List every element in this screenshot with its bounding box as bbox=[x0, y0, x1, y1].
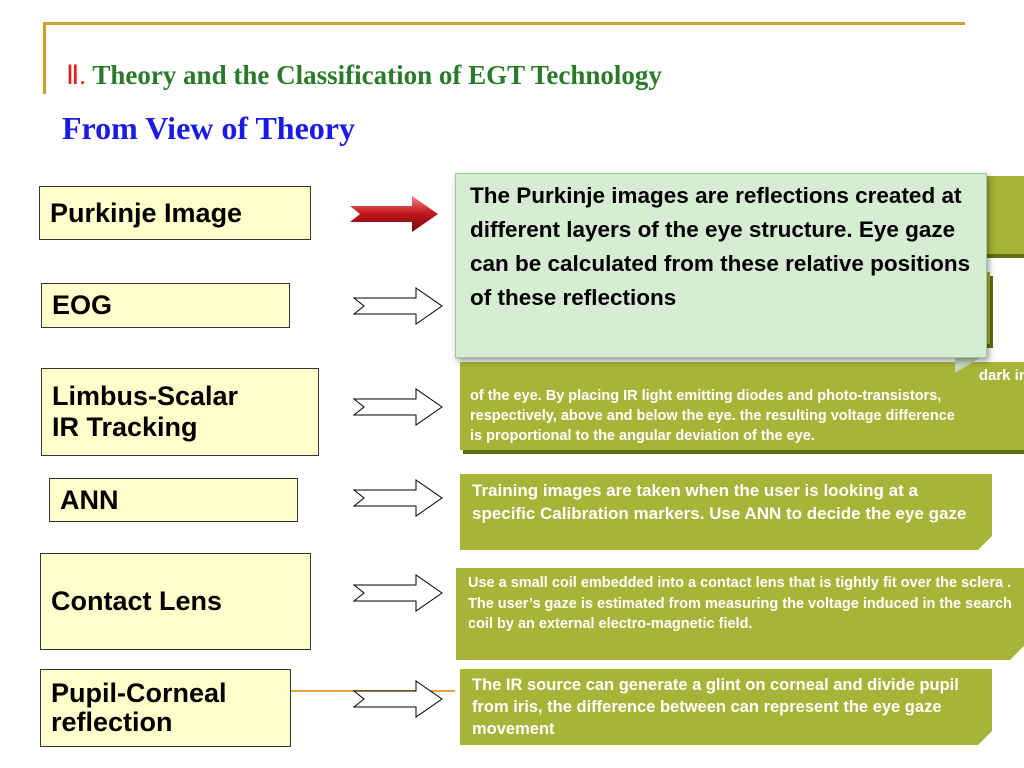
arrow-outline-icon bbox=[352, 680, 443, 718]
limbus-description-box: dark in of the eye. By placing IR light … bbox=[460, 362, 1024, 450]
limbus-description-line: is proportional to the angular deviation… bbox=[470, 428, 815, 444]
box-label: EOG bbox=[52, 290, 113, 320]
box-fold-corner bbox=[978, 536, 992, 550]
popup-tail bbox=[955, 355, 985, 373]
slide-title: Ⅱ. Theory and the Classification of EGT … bbox=[66, 60, 662, 91]
box-label: Limbus-Scalar bbox=[52, 381, 239, 411]
limbus-description-line: respectively, above and below the eye. t… bbox=[470, 408, 955, 424]
title-rule bbox=[43, 22, 965, 25]
ann-description-text: Training images are taken when the user … bbox=[472, 481, 967, 523]
arrow-outline-icon bbox=[352, 388, 443, 426]
arrow-outline-icon bbox=[352, 287, 443, 325]
slide-subtitle: From View of Theory bbox=[62, 110, 355, 146]
box-label-line2: reflection bbox=[51, 707, 173, 737]
box-fold-corner bbox=[978, 731, 992, 745]
box-label-line2: IR Tracking bbox=[52, 412, 198, 442]
ann-description-box: Training images are taken when the user … bbox=[460, 474, 992, 550]
box-label: Pupil-Corneal bbox=[51, 678, 227, 708]
limbus-scalar-box[interactable]: Limbus-Scalar IR Tracking bbox=[41, 368, 319, 456]
limbus-description-line: dark in bbox=[978, 367, 1024, 384]
pupil-corneal-box[interactable]: Pupil-Corneal reflection bbox=[40, 669, 291, 747]
box-fold-corner bbox=[1010, 646, 1024, 660]
purkinje-image-box[interactable]: Purkinje Image bbox=[39, 186, 311, 240]
box-label: ANN bbox=[60, 484, 119, 515]
active-arrow-icon bbox=[350, 196, 438, 232]
pupil-description-text: The IR source can generate a glint on co… bbox=[472, 676, 959, 738]
contact-lens-description-box: Use a small coil embedded into a contact… bbox=[456, 568, 1024, 660]
limbus-description-line: of the eye. By placing IR light emitting… bbox=[470, 388, 942, 404]
title-rule-vertical bbox=[43, 22, 46, 94]
purkinje-popup: The Purkinje images are reflections crea… bbox=[455, 173, 987, 358]
ann-box[interactable]: ANN bbox=[49, 478, 298, 522]
slide-title-text: Theory and the Classification of EGT Tec… bbox=[92, 60, 662, 90]
contact-lens-description-text: Use a small coil embedded into a contact… bbox=[468, 575, 1012, 632]
box-label: Purkinje Image bbox=[50, 197, 243, 228]
contact-lens-box[interactable]: Contact Lens bbox=[40, 553, 311, 650]
section-numeral: Ⅱ. bbox=[66, 60, 87, 90]
pupil-description-box: The IR source can generate a glint on co… bbox=[460, 669, 992, 745]
arrow-outline-icon bbox=[352, 479, 443, 517]
eog-box[interactable]: EOG bbox=[41, 283, 290, 328]
box-label: Contact Lens bbox=[51, 586, 223, 616]
arrow-outline-icon bbox=[352, 574, 443, 612]
